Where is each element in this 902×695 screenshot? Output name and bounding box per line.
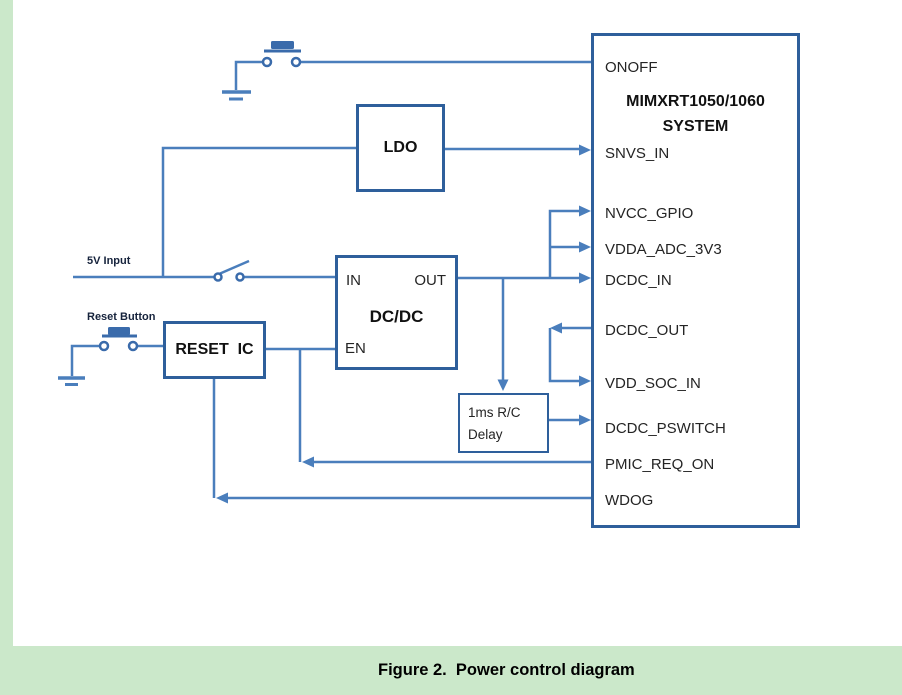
ldo-box: LDO bbox=[356, 104, 445, 192]
dcdcout-to-vddsoc-wire bbox=[548, 326, 591, 383]
wdog-wire bbox=[212, 378, 591, 500]
reset-ic-box: RESET IC bbox=[163, 321, 266, 379]
dcdc-pin-en: EN bbox=[345, 340, 366, 357]
pin-onoff: ONOFF bbox=[605, 59, 658, 76]
reset-ic-label: RESET IC bbox=[175, 341, 254, 358]
pin-dcdc-out: DCDC_OUT bbox=[605, 322, 689, 339]
arrow-dcdc-pswitch bbox=[579, 414, 591, 426]
pin-pmic-req-on: PMIC_REQ_ON bbox=[605, 456, 715, 473]
pmic-req-on-wire bbox=[298, 349, 591, 464]
switch-icon bbox=[213, 259, 250, 282]
green-border-left bbox=[0, 0, 13, 695]
arrow-snvs-in bbox=[579, 144, 591, 156]
input-5v-label: 5V Input bbox=[87, 255, 131, 267]
arrow-dcdc-in bbox=[579, 272, 591, 284]
arrow-nvcc-gpio bbox=[579, 205, 591, 217]
dcdc-pin-in: IN bbox=[346, 272, 361, 289]
arrow-dcdc-out bbox=[550, 322, 562, 334]
dcdc-pin-out: OUT bbox=[414, 272, 446, 289]
ground-icon bbox=[58, 376, 85, 386]
diagram-stage: 5V Input Reset Button LDO IN OUT DC/DC E… bbox=[58, 33, 800, 528]
pin-vdd-soc-in: VDD_SOC_IN bbox=[605, 375, 701, 392]
ldo-label: LDO bbox=[383, 139, 418, 156]
pin-wdog: WDOG bbox=[605, 492, 654, 509]
pin-dcdc-pswitch: DCDC_PSWITCH bbox=[605, 420, 726, 437]
delay-box: 1ms R/C Delay bbox=[458, 393, 549, 453]
system-title-line1: MIMXRT1050/1060 bbox=[626, 93, 765, 110]
system-title-line2: SYSTEM bbox=[662, 118, 729, 135]
arrow-vdda-adc bbox=[579, 241, 591, 253]
wires bbox=[70, 60, 591, 500]
delay-label-line2: Delay bbox=[468, 427, 503, 442]
delay-label-line1: 1ms R/C bbox=[468, 405, 521, 420]
figure-caption: Figure 2. Power control diagram bbox=[378, 661, 635, 679]
arrow-wdog bbox=[216, 492, 228, 504]
dcdc-title: DC/DC bbox=[369, 307, 424, 326]
green-caption-strip: Figure 2. Power control diagram bbox=[0, 646, 902, 695]
reset-button-label: Reset Button bbox=[87, 311, 156, 323]
pin-vdda-adc-3v3: VDDA_ADC_3V3 bbox=[605, 241, 722, 258]
reset-push-button-icon bbox=[98, 327, 139, 352]
ground-icon bbox=[222, 90, 251, 101]
pin-nvcc-gpio: NVCC_GPIO bbox=[605, 205, 694, 222]
arrowheads bbox=[216, 144, 591, 504]
dcdc-box: IN OUT DC/DC EN bbox=[335, 255, 458, 370]
onoff-ground-wire bbox=[234, 60, 263, 90]
ldo-input-wire bbox=[161, 146, 356, 278]
pin-snvs-in: SNVS_IN bbox=[605, 145, 670, 162]
nvcc-vdda-branch-wire bbox=[548, 209, 580, 278]
system-box: ONOFF MIMXRT1050/1060 SYSTEM SNVS_IN NVC… bbox=[591, 33, 800, 528]
arrow-pmic-req-on bbox=[302, 456, 314, 468]
wiring-diagram bbox=[58, 41, 591, 504]
arrow-vdd-soc-in bbox=[579, 375, 591, 387]
resetbtn-ground-wire bbox=[70, 344, 100, 376]
arrow-delay-in bbox=[497, 379, 509, 391]
pin-dcdc-in: DCDC_IN bbox=[605, 272, 672, 289]
push-button-icon bbox=[261, 41, 302, 68]
